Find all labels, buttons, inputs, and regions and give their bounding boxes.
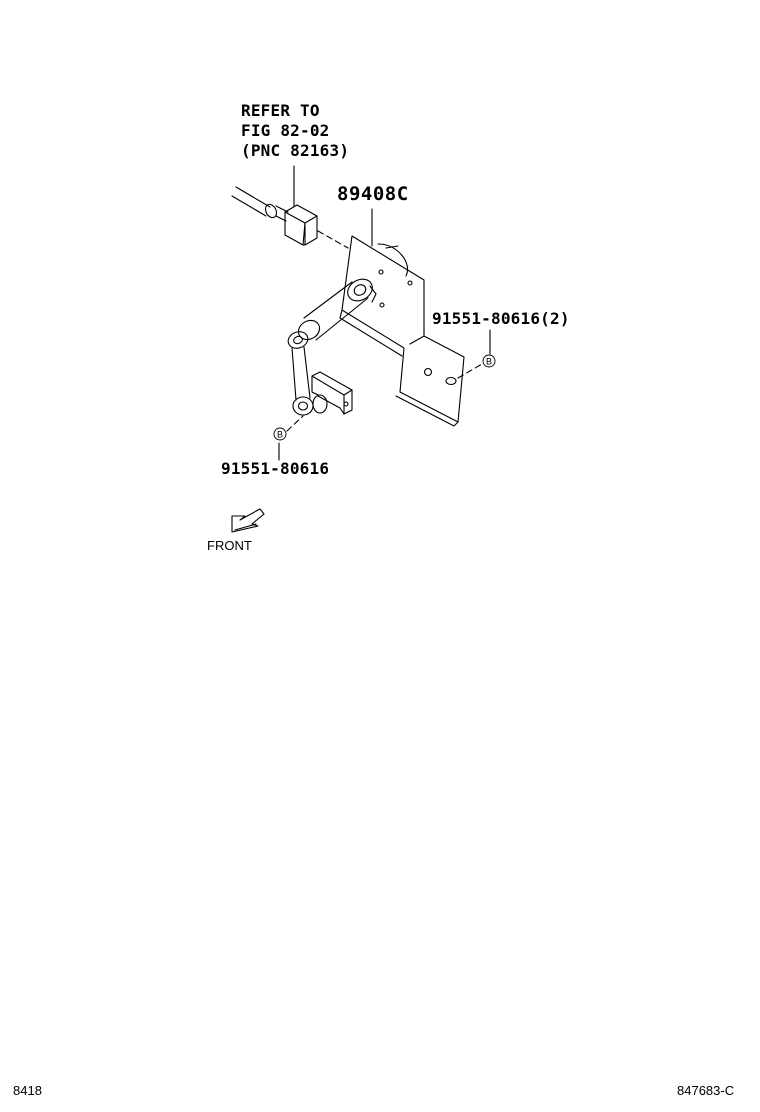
bolt-marker-upper-letter: B xyxy=(486,357,492,367)
dashed-guide-lines xyxy=(286,230,483,432)
refer-line-3: (PNC 82163) xyxy=(241,141,350,160)
wire-harness-connector xyxy=(231,186,318,246)
sensor-arm xyxy=(297,278,377,341)
bolt-marker-lower-letter: B xyxy=(277,430,283,440)
refer-line-2: FIG 82-02 xyxy=(241,121,330,140)
part-number-bolt-lower: 91551-80616 xyxy=(221,459,330,478)
bolt-marker-upper xyxy=(482,354,496,368)
front-arrow-icon xyxy=(231,508,265,533)
sensor-bracket xyxy=(339,235,465,427)
part-number-sensor: 89408C xyxy=(337,183,409,205)
bolt-markers xyxy=(273,354,496,441)
lower-link-bracket xyxy=(311,371,353,415)
part-number-bolt-upper: 91551-80616(2) xyxy=(432,309,570,328)
footer-right-code: 847683-C xyxy=(677,1083,735,1098)
footer-left-code: 8418 xyxy=(13,1083,42,1098)
link-rod xyxy=(287,331,314,416)
height-sensor-body xyxy=(377,243,409,277)
front-label: FRONT xyxy=(207,538,252,553)
bolt-marker-lower xyxy=(273,427,287,441)
leader-lines xyxy=(278,165,491,461)
refer-line-1: REFER TO xyxy=(241,101,320,120)
